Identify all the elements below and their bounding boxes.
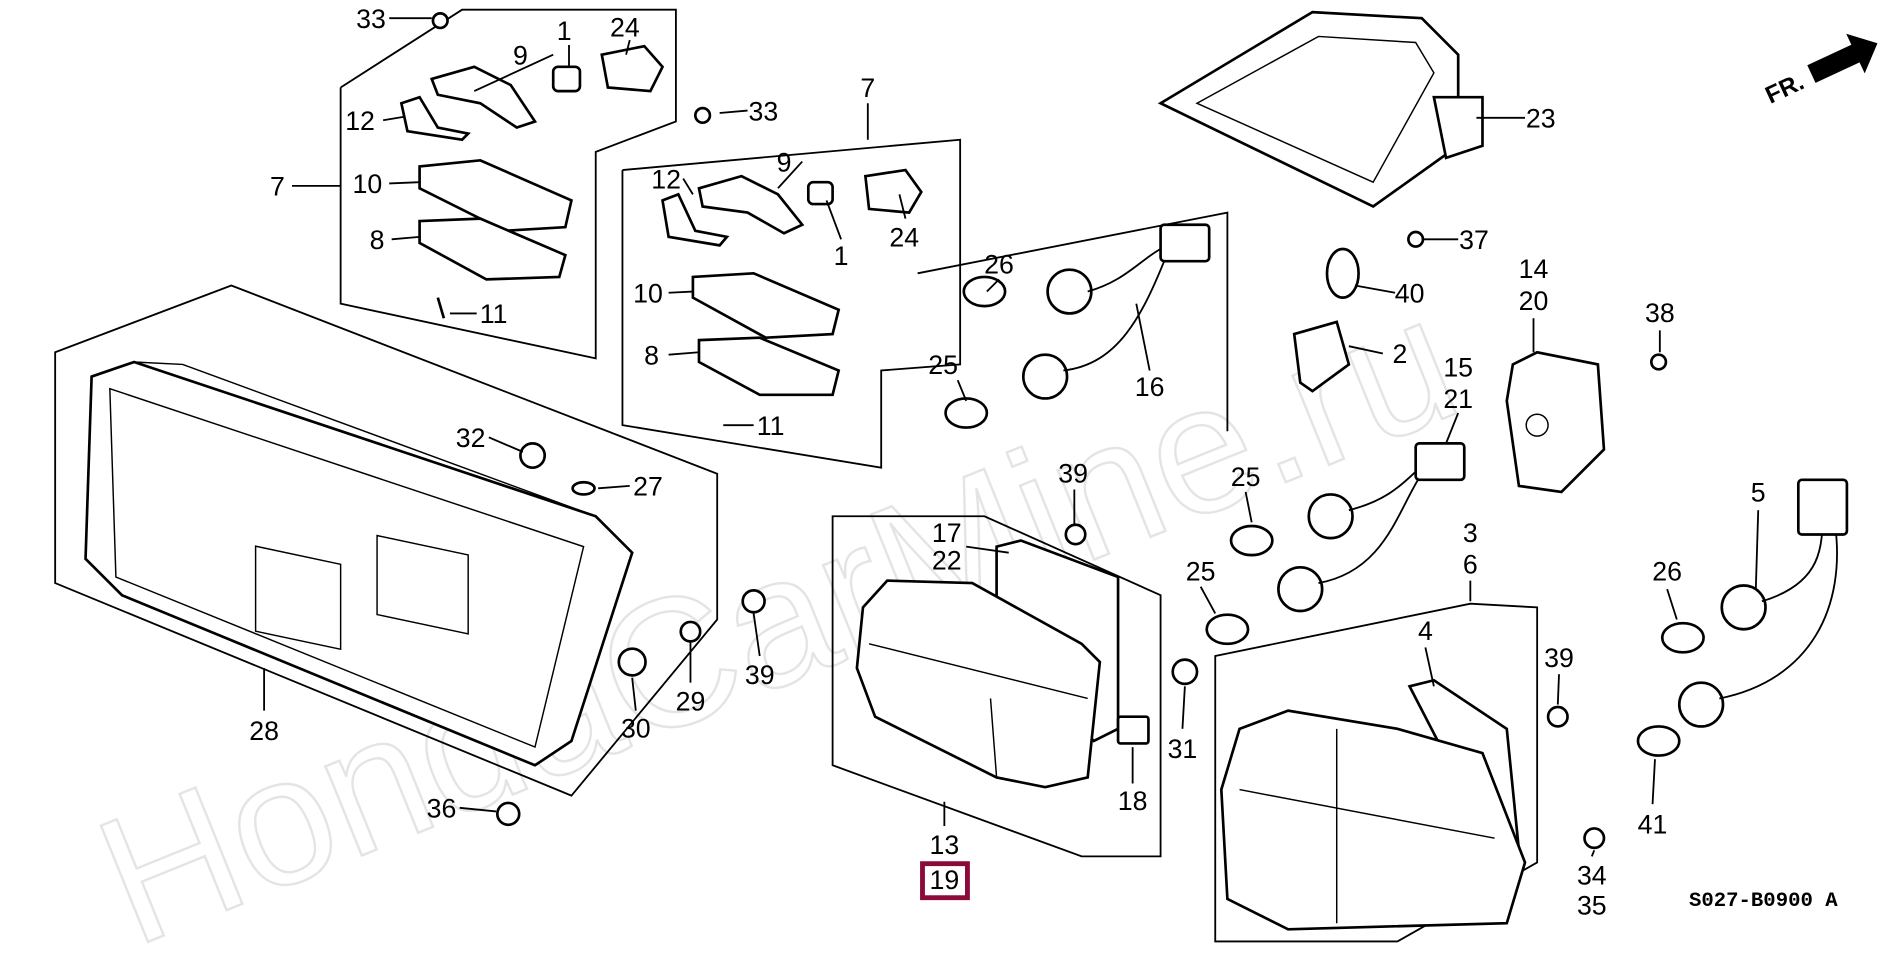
part-label[interactable]: 7 <box>860 73 875 103</box>
part-label[interactable]: 28 <box>249 716 279 746</box>
part-label[interactable]: 31 <box>1168 734 1198 764</box>
part-label[interactable]: 25 <box>928 350 958 380</box>
license-light-parts-left <box>399 12 665 319</box>
part-label[interactable]: 35 <box>1577 891 1607 921</box>
part-label[interactable]: 39 <box>1058 458 1088 488</box>
rear-garnish-panel <box>84 360 634 767</box>
part-label[interactable]: 39 <box>745 660 775 690</box>
part-label[interactable]: 10 <box>352 169 382 199</box>
socket-harness-16 <box>944 223 1211 429</box>
part-label[interactable]: 15 <box>1443 353 1473 383</box>
part-label[interactable]: 22 <box>932 546 962 576</box>
part-label[interactable]: 9 <box>513 40 528 70</box>
part-label[interactable]: 20 <box>1519 286 1549 316</box>
part-label[interactable]: 17 <box>932 518 962 548</box>
front-direction-marker: FR. <box>1761 33 1878 109</box>
part-label[interactable]: 13 <box>929 830 959 860</box>
part-label[interactable]: 8 <box>370 225 385 255</box>
part-label[interactable]: 1 <box>557 16 572 46</box>
part-label[interactable]: 12 <box>651 164 681 194</box>
socket-and-bulb-2-40 <box>1292 230 1668 393</box>
part-label[interactable]: 6 <box>1463 549 1478 579</box>
part-label-highlighted[interactable]: 19 <box>929 865 959 895</box>
part-label[interactable]: 30 <box>621 713 651 743</box>
group-outline-outer-lamp <box>1214 602 1539 943</box>
part-label[interactable]: 10 <box>633 278 663 308</box>
part-label[interactable]: 5 <box>1751 478 1766 508</box>
part-label[interactable]: 3 <box>1463 518 1478 548</box>
part-label[interactable]: 24 <box>610 12 640 42</box>
part-label[interactable]: 14 <box>1519 254 1549 284</box>
part-label[interactable]: 27 <box>633 472 663 502</box>
fasteners <box>495 442 1606 850</box>
group-outline-left-license <box>339 8 677 360</box>
part-label[interactable]: 39 <box>1544 643 1574 673</box>
part-label[interactable]: 32 <box>456 423 486 453</box>
group-outline-harness-16 <box>917 211 1229 432</box>
part-label[interactable]: 33 <box>356 4 386 34</box>
part-label[interactable]: 21 <box>1443 384 1473 414</box>
part-label[interactable]: 38 <box>1645 298 1675 328</box>
part-label[interactable]: 25 <box>1231 462 1261 492</box>
part-label[interactable]: 11 <box>480 299 508 329</box>
part-label[interactable]: 41 <box>1638 809 1668 839</box>
part-label[interactable]: 40 <box>1395 278 1425 308</box>
part-label[interactable]: 25 <box>1186 557 1216 587</box>
inner-tail-lamp <box>855 523 1150 789</box>
part-labels: 33 9 1 24 33 7 12 7 10 8 11 12 9 1 24 10… <box>249 4 1765 921</box>
part-label[interactable]: 36 <box>427 794 457 824</box>
part-label[interactable]: 9 <box>777 147 792 177</box>
part-label[interactable]: 8 <box>644 340 659 370</box>
license-light-parts-mid <box>661 106 923 397</box>
side-marker-light <box>1505 350 1606 494</box>
diagram-code: S027-B0900 A <box>1689 890 1838 913</box>
highlight-box <box>920 861 970 901</box>
front-label: FR. <box>1761 68 1808 109</box>
part-label[interactable]: 7 <box>270 172 285 202</box>
part-label[interactable]: 34 <box>1577 860 1607 890</box>
part-label[interactable]: 16 <box>1135 372 1165 402</box>
part-label[interactable]: 23 <box>1526 104 1556 134</box>
group-outline-garnish <box>54 284 719 797</box>
group-outline-inner-lamp <box>831 515 1162 858</box>
leader-lines <box>263 17 1760 857</box>
outer-tail-lamp <box>1171 658 1527 931</box>
part-label[interactable]: 18 <box>1118 786 1148 816</box>
part-label[interactable]: 11 <box>757 411 785 441</box>
part-label[interactable]: 26 <box>1652 557 1682 587</box>
group-outline-mid-license <box>621 138 962 469</box>
socket-harness-15-21 <box>1205 442 1466 646</box>
part-label[interactable]: 29 <box>676 687 706 717</box>
part-label[interactable]: 37 <box>1459 225 1489 255</box>
part-label[interactable]: 1 <box>834 241 849 271</box>
part-label[interactable]: 2 <box>1392 339 1407 369</box>
part-label[interactable]: 4 <box>1418 616 1433 646</box>
socket-harness-5 <box>1636 478 1849 757</box>
part-label[interactable]: 12 <box>345 106 375 136</box>
arrow-icon <box>1807 33 1878 83</box>
part-label[interactable]: 33 <box>748 96 778 126</box>
part-label[interactable]: 24 <box>889 223 919 253</box>
high-mount-brake-light <box>1157 10 1484 209</box>
part-label[interactable]: 26 <box>984 249 1014 279</box>
